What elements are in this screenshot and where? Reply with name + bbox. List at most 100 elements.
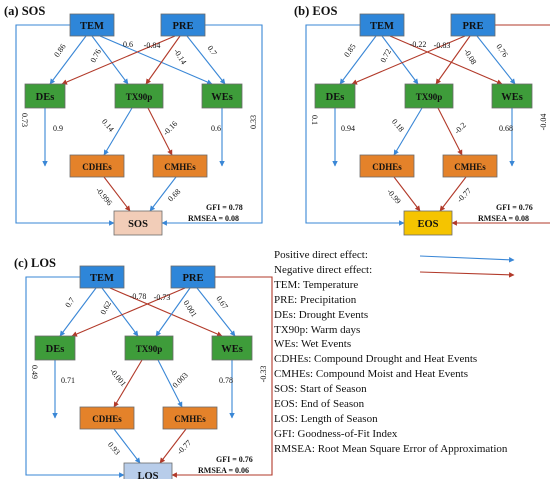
panel-a-path-tem_wes <box>99 35 213 85</box>
panel-c-path-pre_des <box>71 287 186 337</box>
panel-b-coef-pre_des: -0.83 <box>434 41 451 50</box>
panel-b-node-tem-label: TEM <box>370 21 394 32</box>
panel-b-node-tem <box>359 13 405 37</box>
panel-b-path-tx_cdhes <box>393 107 423 156</box>
panel-b-node-cdhes-label: CDHEs <box>372 162 402 172</box>
panel-c-path-tem_wes <box>109 287 223 337</box>
panel-c-path-tem_out <box>25 276 125 478</box>
panel-b-path-pre_wes <box>476 35 516 85</box>
panel-a-path-tx_cdhes <box>103 107 133 156</box>
panel-a-coef-tx_cdhes: 0.14 <box>100 117 116 134</box>
panel-c-node-cdhes-label: CDHEs <box>92 414 122 424</box>
panel-b-path-tem_wes <box>389 35 503 85</box>
panel-b-node-cdhes <box>359 154 415 178</box>
legend-item-los: LOS: Length of Season <box>274 412 378 425</box>
panel-b-node-out <box>403 210 453 236</box>
legend-negative-label: Negative direct effect: <box>274 263 373 276</box>
panel-a-coef-tem_wes: 0.6 <box>123 40 133 49</box>
panel-c-node-out <box>123 462 173 479</box>
panel-a-path-pre_des <box>61 35 176 85</box>
panel-a-gfi: GFI = 0.78 <box>206 203 243 212</box>
panel-b-node-cmhes-label: CMHEs <box>454 162 486 172</box>
panel-c-node-des-label: DEs <box>46 344 65 355</box>
panel-a-path-tem_out <box>15 24 115 226</box>
panel-a-path-tem_tx <box>91 35 129 85</box>
panel-c-coef-tx_cdhes: -0.001 <box>108 367 128 389</box>
panel-a-coef-cdhes_out: -0.996 <box>94 186 114 208</box>
panel-c-coef-pre_des: -0.73 <box>154 293 171 302</box>
panel-b-coef-des_cdhes: 0.94 <box>341 124 355 133</box>
panel-b-node-wes-label: WEs <box>501 92 523 103</box>
panel-a-node-cdhes-label: CDHEs <box>82 162 112 172</box>
panel-c-title: (c) LOS <box>14 256 56 270</box>
panel-a-coef-wes_cmhes: 0.6 <box>211 124 221 133</box>
panel-c-path-cdhes_out <box>113 428 141 464</box>
panel-a-coef-pre_tx: -0.14 <box>172 47 188 66</box>
panel-a-path-tx_cmhes <box>147 107 173 156</box>
panel-b-coef-pre_tx: -0.08 <box>462 47 478 66</box>
panel-b-coef-tx_cmhes: -0.2 <box>453 121 468 136</box>
panel-a-node-tx90p-label: TX90p <box>126 92 153 102</box>
panel-b-path-tem_des <box>339 35 377 85</box>
panel-c-coef-tem_tx: 0.62 <box>99 300 114 317</box>
panel-a-coef-pre_des: -0.84 <box>144 41 161 50</box>
legend-positive-arrow <box>419 255 515 263</box>
legend-item-rmsea: RMSEA: Root Mean Square Error of Approxi… <box>274 442 508 455</box>
panel-a-node-cdhes <box>69 154 125 178</box>
panel-a-node-cmhes <box>152 154 208 178</box>
panel-c-node-pre <box>170 265 216 289</box>
legend-item-cdhes: CDHEs: Compound Drought and Heat Events <box>274 353 478 366</box>
panel-a-path-pre_tx <box>145 35 181 85</box>
panel-a-node-cmhes-label: CMHEs <box>164 162 196 172</box>
panel-b-coef-cmhes_out: -0.77 <box>455 186 473 204</box>
panel-a-node-pre-label: PRE <box>173 21 194 32</box>
panel-c-coef-pre_tx: 0.001 <box>182 299 199 319</box>
panel-c-node-wes <box>211 335 253 361</box>
panel-b-node-pre <box>450 13 496 37</box>
panel-c-coef-pre_out: -0.33 <box>259 366 268 383</box>
legend: Positive direct effect: Negative direct … <box>274 248 546 457</box>
panel-c-coef-pre_wes: 0.67 <box>214 294 229 311</box>
panel-c-path-tem_des <box>59 287 97 337</box>
panel-b-coef-pre_out: -0.04 <box>539 114 548 131</box>
panel-b-coef-tx_cdhes: 0.18 <box>390 117 406 134</box>
panel-c-coef-tem_out: 0.49 <box>30 365 39 379</box>
panel-c-node-pre-label: PRE <box>183 273 204 284</box>
legend-item-des: DEs: Drought Events <box>274 308 369 321</box>
legend-item-pre: PRE: Precipitation <box>274 293 357 306</box>
panel-a-path-cdhes_out <box>103 176 131 212</box>
panel-b-coef-tem_tx: 0.72 <box>379 48 394 65</box>
panel-b-path-cdhes_out <box>393 176 421 212</box>
panel-c-node-wes-label: WEs <box>221 344 243 355</box>
panel-a-node-wes <box>201 83 243 109</box>
legend-positive-label: Positive direct effect: <box>274 249 368 261</box>
panel-c-path-tx_cdhes <box>113 359 143 408</box>
panel-c-node-cdhes <box>79 406 135 430</box>
panel-b-gfi: GFI = 0.76 <box>496 203 533 212</box>
panel-c-node-out-label: LOS <box>137 471 158 479</box>
panel-b-node-des <box>314 83 356 109</box>
panel-b-node-cmhes <box>442 154 498 178</box>
panel-c-coef-cmhes_out: -0.77 <box>175 438 193 456</box>
panel-c-node-des <box>34 335 76 361</box>
panel-a-path-pre_wes <box>186 35 226 85</box>
panel-c-path-pre_out <box>171 276 273 478</box>
panel-a-node-tem <box>69 13 115 37</box>
panel-a-path-pre_out <box>161 24 263 226</box>
panel-c-node-tem-label: TEM <box>90 273 114 284</box>
panel-b-path-tx_cmhes <box>437 107 463 156</box>
panel-c-path-tx_cmhes <box>157 359 183 408</box>
panel-b-path-tem_tx <box>381 35 419 85</box>
panel-b-node-pre-label: PRE <box>463 21 484 32</box>
panel-a-node-tx90p <box>114 83 164 109</box>
legend-item-wes: WEs: Wet Events <box>274 338 352 351</box>
panel-b-node-tx90p-label: TX90p <box>416 92 443 102</box>
panel-a-node-wes-label: WEs <box>211 92 233 103</box>
legend-negative-arrow <box>419 271 515 278</box>
panel-c-path-pre_wes <box>196 287 236 337</box>
panel-a-coef-tem_des: 0.86 <box>52 42 67 59</box>
panel-b-coef-tem_wes: -0.22 <box>410 40 427 49</box>
panel-c-node-cmhes <box>162 406 218 430</box>
